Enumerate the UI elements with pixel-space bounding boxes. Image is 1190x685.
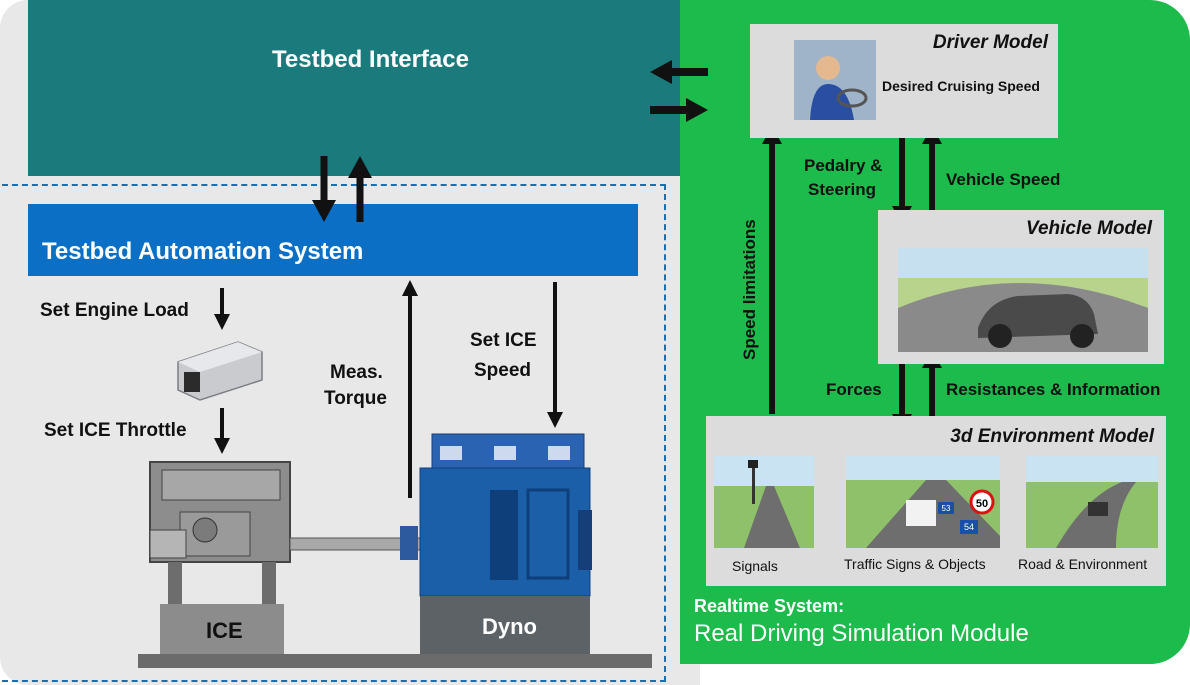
speed-limitations-label: Speed limitations (740, 219, 759, 360)
vehicle-speed-label: Vehicle Speed (946, 170, 1061, 189)
realtime-to-interface-arrow (650, 60, 708, 84)
real-driving-simulation-label: Real Driving Simulation Module (694, 620, 1029, 647)
interface-down-arrow (312, 156, 336, 222)
set-engine-load-label: Set Engine Load (40, 300, 189, 321)
set-ice-label: Set ICE (470, 330, 537, 351)
engine-load-arrow (214, 288, 230, 330)
testbed-automation-title: Testbed Automation System (42, 238, 364, 265)
driver-caption: Desired Cruising Speed (882, 78, 1040, 94)
signals-caption: Signals (732, 558, 778, 574)
interface-up-arrow (348, 156, 372, 222)
environment-model-title: 3d Environment Model (950, 426, 1154, 447)
shaft-coupling (400, 526, 418, 560)
realtime-system-label: Realtime System: (694, 596, 845, 616)
vehicle-model-panel: Vehicle Model (878, 210, 1164, 364)
base-plate (138, 654, 652, 668)
sign-b-text: 54 (964, 522, 974, 532)
set-ice-throttle-label: Set ICE Throttle (44, 420, 187, 441)
vehicle-model-title: Vehicle Model (1026, 218, 1152, 239)
pedalry-label: Pedalry & (804, 156, 883, 175)
traffic-signs-image: 50 53 54 (846, 456, 1000, 548)
road-environment-image (1026, 456, 1158, 548)
dyno-label: Dyno (482, 614, 537, 639)
road-environment-caption: Road & Environment (1018, 556, 1148, 572)
torque-label: Torque (324, 388, 387, 409)
torque-arrow (402, 280, 418, 498)
speed-limit-sign-text: 50 (976, 498, 988, 510)
ice-label: ICE (206, 618, 243, 643)
testbed-interface-title: Testbed Interface (272, 46, 469, 73)
speed-label: Speed (474, 360, 532, 381)
signals-image (714, 456, 814, 548)
interface-to-realtime-arrow (650, 98, 708, 122)
traffic-signs-caption: Traffic Signs & Objects (844, 556, 986, 572)
dyno-unit (419, 433, 592, 656)
testbed-interface-panel (28, 0, 708, 176)
steering-label: Steering (808, 180, 877, 199)
driver-model-panel: Driver Model Desired Cruising Speed (750, 24, 1058, 138)
ecu-unit (177, 341, 263, 401)
driver-model-title: Driver Model (932, 32, 1048, 53)
throttle-arrow (214, 408, 230, 454)
speed-limit-arrow (762, 126, 782, 414)
environment-model-panel: 3d Environment Model Signals 50 53 54 Tr… (706, 416, 1166, 586)
sign-a-text: 53 (942, 504, 951, 513)
meas-label: Meas. (330, 362, 383, 383)
engine-block (149, 461, 291, 656)
driver-image (794, 40, 876, 120)
testbed-boundary (2, 184, 666, 682)
resistances-label: Resistances & Information (946, 380, 1161, 399)
vehicle-image (898, 248, 1148, 352)
testbed-automation-bar: Testbed Automation System (28, 204, 638, 276)
ice-speed-arrow (547, 282, 563, 428)
forces-label: Forces (826, 380, 882, 399)
